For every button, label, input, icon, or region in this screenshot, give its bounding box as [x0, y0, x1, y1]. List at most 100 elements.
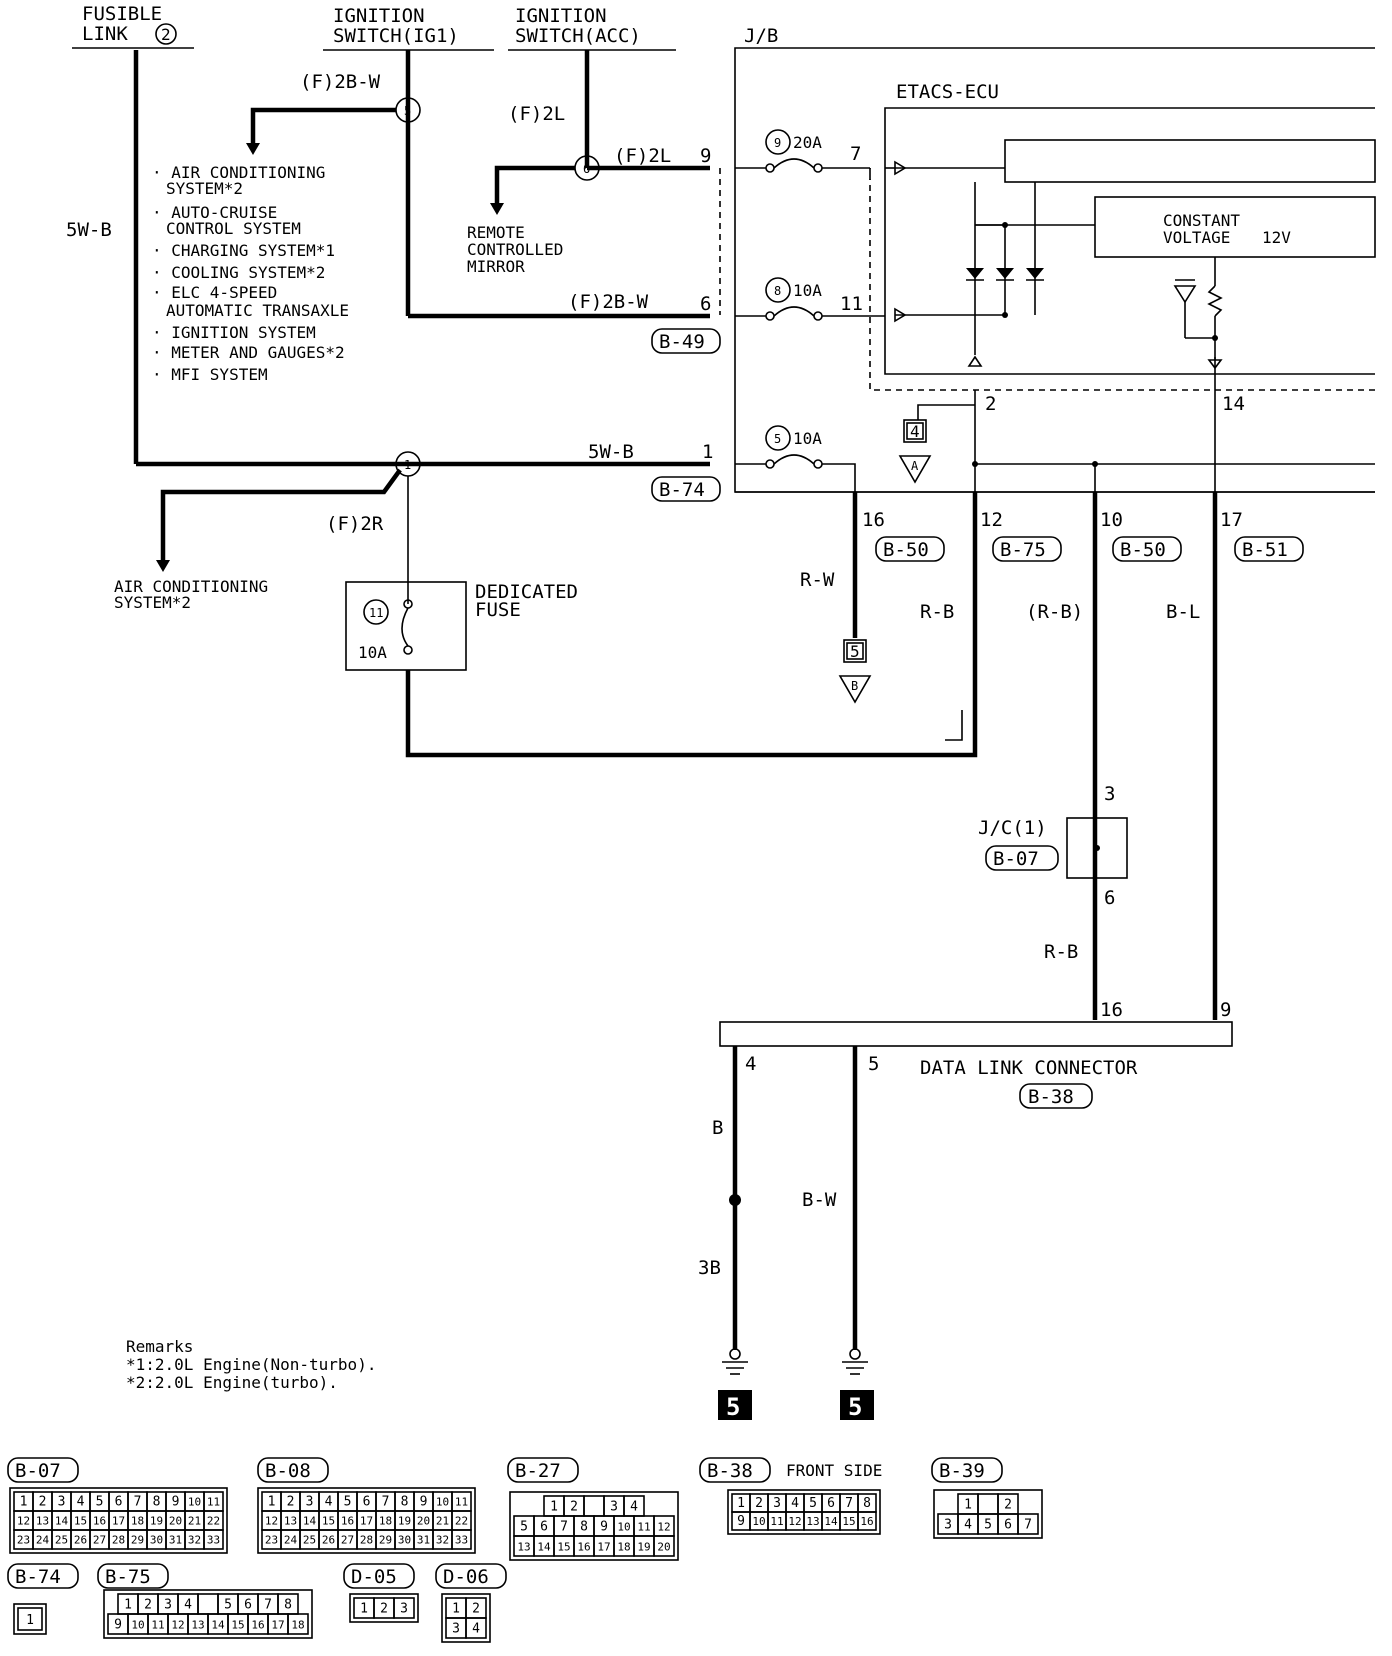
- svg-text:CONSTANT: CONSTANT: [1163, 211, 1240, 230]
- legend-pin-label: 17: [112, 1515, 125, 1528]
- svg-text:8: 8: [774, 284, 781, 298]
- svg-text:2: 2: [985, 393, 996, 415]
- legend-pin-label: 18: [617, 1540, 630, 1553]
- svg-text:12: 12: [980, 509, 1003, 531]
- legend-pin-label: 25: [55, 1534, 68, 1547]
- svg-text:9: 9: [774, 136, 781, 150]
- legend-connector-frame: [441, 1593, 491, 1643]
- legend-label-d06: D-06: [435, 1563, 507, 1589]
- legend-pin-label: 2: [39, 1495, 47, 1510]
- legend-pin-label: 3: [400, 1601, 408, 1616]
- svg-text:B-07: B-07: [15, 1460, 61, 1482]
- svg-text:6: 6: [700, 293, 711, 315]
- svg-text:B-27: B-27: [515, 1460, 561, 1482]
- legend-pin-label: 15: [231, 1618, 244, 1631]
- svg-text:*2:2.0L Engine(turbo).: *2:2.0L Engine(turbo).: [126, 1373, 338, 1392]
- legend-pin-label: 5: [224, 1597, 232, 1612]
- wire-label-rb: R-B: [920, 601, 954, 623]
- legend-pin-label: 22: [207, 1515, 220, 1528]
- legend-pin-label: 1: [737, 1496, 745, 1511]
- legend-pin-label: 26: [74, 1534, 87, 1547]
- legend-pin-label: 4: [791, 1496, 799, 1511]
- ref-box-5-b: 5 B: [838, 639, 872, 704]
- legend-pin-cell: [857, 1511, 877, 1531]
- legend-pin-label: 1: [360, 1601, 368, 1616]
- svg-text:5: 5: [404, 104, 411, 118]
- legend-pin-cell: [977, 1493, 999, 1515]
- legend-pin-label: 21: [188, 1515, 201, 1528]
- legend-pin-label: 16: [251, 1618, 264, 1631]
- legend-pin-label: 14: [824, 1515, 838, 1528]
- svg-text:VOLTAGE: VOLTAGE: [1163, 228, 1230, 247]
- legend-pin-cell: [17, 1607, 43, 1631]
- jb-inner-wiring: [885, 167, 1375, 492]
- svg-text:B-50: B-50: [883, 539, 929, 561]
- legend-pin-label: 1: [550, 1499, 558, 1514]
- legend-pin-label: 27: [341, 1534, 354, 1547]
- legend-pin-label: 21: [436, 1515, 449, 1528]
- ground-symbol-left: 5: [718, 1348, 752, 1421]
- legend-pin-label: 14: [55, 1515, 69, 1528]
- svg-text:SYSTEM*2: SYSTEM*2: [166, 179, 243, 198]
- legend-pin-label: 7: [560, 1519, 568, 1534]
- wire-label-rb-lower: R-B: [1044, 941, 1078, 963]
- svg-text:· AIR CONDITIONING: · AIR CONDITIONING: [152, 163, 325, 182]
- svg-text:16: 16: [862, 509, 885, 531]
- svg-text:IGNITION: IGNITION: [515, 5, 607, 27]
- svg-text:10A: 10A: [793, 429, 822, 448]
- legend-pin-label: 14: [303, 1515, 317, 1528]
- svg-text:11: 11: [369, 606, 383, 620]
- legend-pin-label: 1: [124, 1597, 132, 1612]
- legend-pin-label: 4: [184, 1597, 192, 1612]
- legend-connector-frame: [257, 1487, 476, 1554]
- legend-pin-cell: [451, 1529, 472, 1550]
- legend-pin-label: 17: [271, 1618, 284, 1631]
- legend-pin-label: 4: [964, 1517, 972, 1532]
- legend-pin-label: 9: [114, 1617, 122, 1632]
- legend-pin-label: 11: [151, 1618, 164, 1631]
- svg-text:2: 2: [161, 25, 171, 44]
- svg-text:AIR CONDITIONING: AIR CONDITIONING: [114, 577, 268, 596]
- svg-text:LINK: LINK: [82, 23, 128, 45]
- legend-pin-label: 2: [1004, 1497, 1012, 1512]
- svg-text:5: 5: [848, 1393, 862, 1421]
- legend-pin-label: 5: [96, 1495, 104, 1510]
- header-ignition-ig1: IGNITION SWITCH(IG1): [323, 5, 494, 51]
- legend-pin-label: 13: [284, 1515, 297, 1528]
- svg-text:· METER AND GAUGES*2: · METER AND GAUGES*2: [152, 343, 345, 362]
- junction-connector-jc1: J/C(1) B-07 3 6: [978, 783, 1128, 909]
- wire-label-5wb-left: 5W-B: [66, 219, 112, 241]
- legend-pin-label: 18: [379, 1515, 392, 1528]
- wire-label-3b: 3B: [698, 1257, 721, 1279]
- legend-pin-label: 10: [752, 1515, 765, 1528]
- legend-pin-label: 33: [207, 1534, 220, 1547]
- legend-pin-label: 4: [472, 1621, 480, 1636]
- legend-pin-label: 1: [452, 1601, 460, 1616]
- legend-label-b39: B-39: [931, 1457, 1003, 1483]
- legend-pin-label: 28: [112, 1534, 125, 1547]
- legend-pin-label: 12: [265, 1515, 278, 1528]
- legend-pin-cell: [653, 1535, 675, 1557]
- svg-text:9: 9: [700, 145, 711, 167]
- svg-text:SYSTEM*2: SYSTEM*2: [114, 593, 191, 612]
- legend-pin-label: 17: [597, 1540, 610, 1553]
- jb-box: [734, 47, 1375, 493]
- wire-to-mirror: [494, 165, 575, 205]
- wire-label-f2r: (F)2R: [326, 513, 384, 535]
- remote-mirror-label: REMOTE CONTROLLED MIRROR: [467, 223, 563, 276]
- svg-text:B-74: B-74: [659, 479, 705, 501]
- legend-pin-label: 9: [737, 1514, 745, 1529]
- svg-text:SWITCH(ACC): SWITCH(ACC): [515, 25, 641, 47]
- svg-text:B-39: B-39: [939, 1460, 985, 1482]
- legend-pin-label: 8: [284, 1597, 292, 1612]
- legend-pin-label: 24: [284, 1534, 298, 1547]
- legend-pin-label: 20: [657, 1540, 670, 1553]
- svg-text:FRONT SIDE: FRONT SIDE: [786, 1461, 882, 1480]
- legend-pin-label: 13: [806, 1515, 819, 1528]
- legend-pin-cell: [393, 1597, 415, 1619]
- legend-connector-frame: [349, 1593, 419, 1623]
- legend-label-b38: B-38 FRONT SIDE: [699, 1457, 882, 1483]
- svg-text:5: 5: [868, 1053, 879, 1075]
